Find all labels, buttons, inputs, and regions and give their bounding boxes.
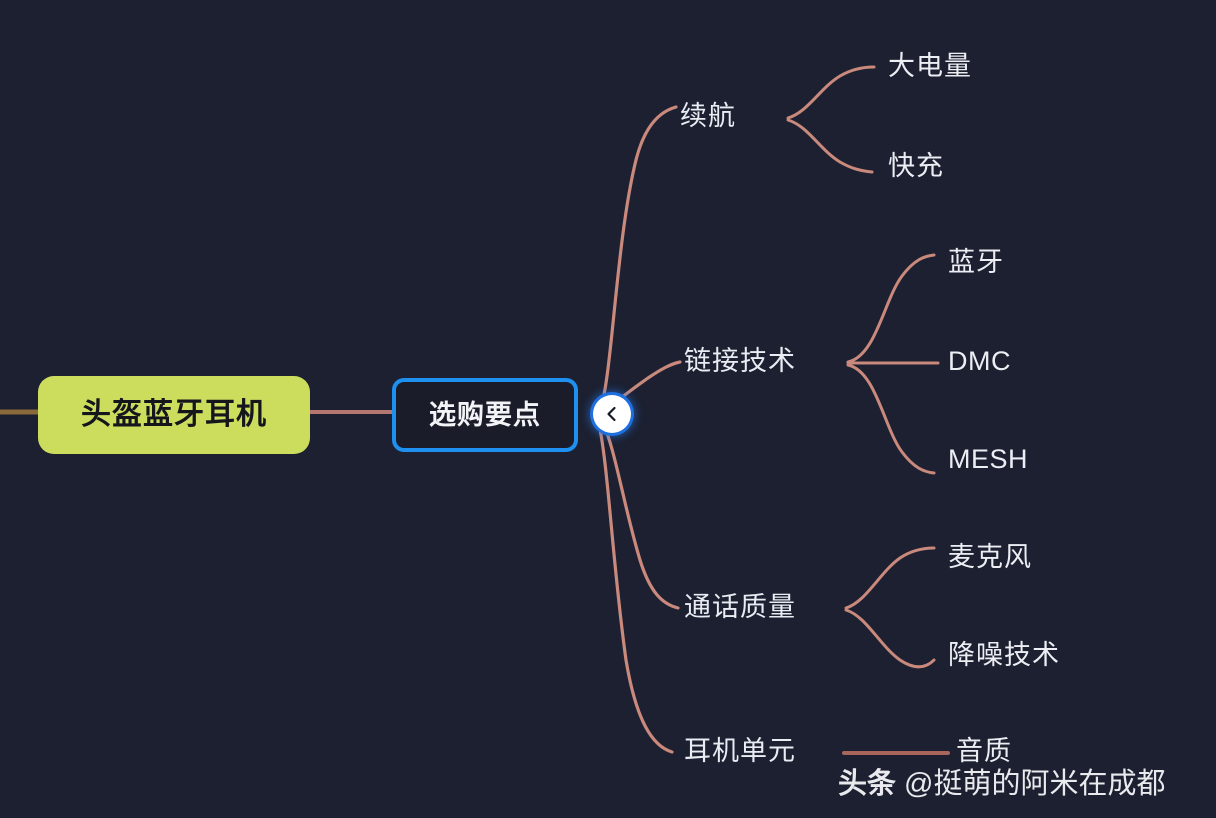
branch-node-0[interactable]: 续航 (680, 103, 736, 130)
leaf-node-1-0-label: 蓝牙 (948, 247, 1004, 277)
branch-node-3[interactable]: 耳机单元 (684, 738, 796, 765)
leaf-node-1-1-label: DMC (948, 346, 1011, 376)
branch-node-0-label: 续航 (680, 101, 736, 131)
link-selected-branch-2 (598, 416, 680, 610)
leaf-node-2-0[interactable]: 麦克风 (948, 544, 1032, 571)
leaf-node-3-0[interactable]: 音质 (956, 738, 1012, 765)
link-branch-2-child-0 (844, 546, 936, 610)
leaf-node-1-0[interactable]: 蓝牙 (948, 249, 1004, 276)
root-node[interactable]: 头盔蓝牙耳机 (38, 376, 310, 454)
selected-node[interactable]: 选购要点 (392, 378, 578, 452)
leaf-node-1-2[interactable]: MESH (948, 446, 1028, 473)
leaf-node-0-1-label: 快充 (888, 151, 944, 181)
leaf-node-0-0[interactable]: 大电量 (888, 53, 972, 80)
link-branch-1-child-0 (846, 253, 936, 364)
link-branch-0-child-0 (786, 65, 876, 120)
branch-node-1-label: 链接技术 (684, 346, 796, 376)
leaf-node-2-1-label: 降噪技术 (948, 640, 1060, 670)
branch-node-2-label: 通话质量 (684, 592, 796, 622)
link-selected-branch-0 (598, 105, 678, 412)
branch-node-2[interactable]: 通话质量 (684, 594, 796, 621)
leaf-node-3-0-label: 音质 (956, 736, 1012, 766)
selected-node-label: 选购要点 (429, 399, 541, 430)
watermark-handle: @挺萌的阿米在成都 (904, 768, 1166, 800)
watermark-brand: 头条 (838, 768, 897, 800)
leaf-node-0-0-label: 大电量 (888, 51, 972, 81)
link-selected-branch-3 (596, 418, 674, 754)
leaf-node-2-0-label: 麦克风 (948, 542, 1032, 572)
link-branch-2-child-1 (844, 608, 936, 669)
chevron-left-icon (607, 406, 616, 422)
leaf-node-2-1[interactable]: 降噪技术 (948, 642, 1060, 669)
leaf-node-1-1[interactable]: DMC (948, 348, 1011, 375)
leaf-node-1-2-label: MESH (948, 444, 1029, 474)
root-node-label: 头盔蓝牙耳机 (81, 398, 267, 431)
leaf-node-0-1[interactable]: 快充 (888, 153, 944, 180)
collapse-toggle-button[interactable] (593, 395, 631, 433)
branch-node-3-label: 耳机单元 (684, 736, 796, 766)
link-branch-0-child-1 (786, 118, 874, 174)
link-branch-1-child-2 (846, 363, 936, 475)
watermark: 头条 @挺萌的阿米在成都 (838, 760, 1165, 802)
branch-node-1[interactable]: 链接技术 (684, 348, 796, 375)
